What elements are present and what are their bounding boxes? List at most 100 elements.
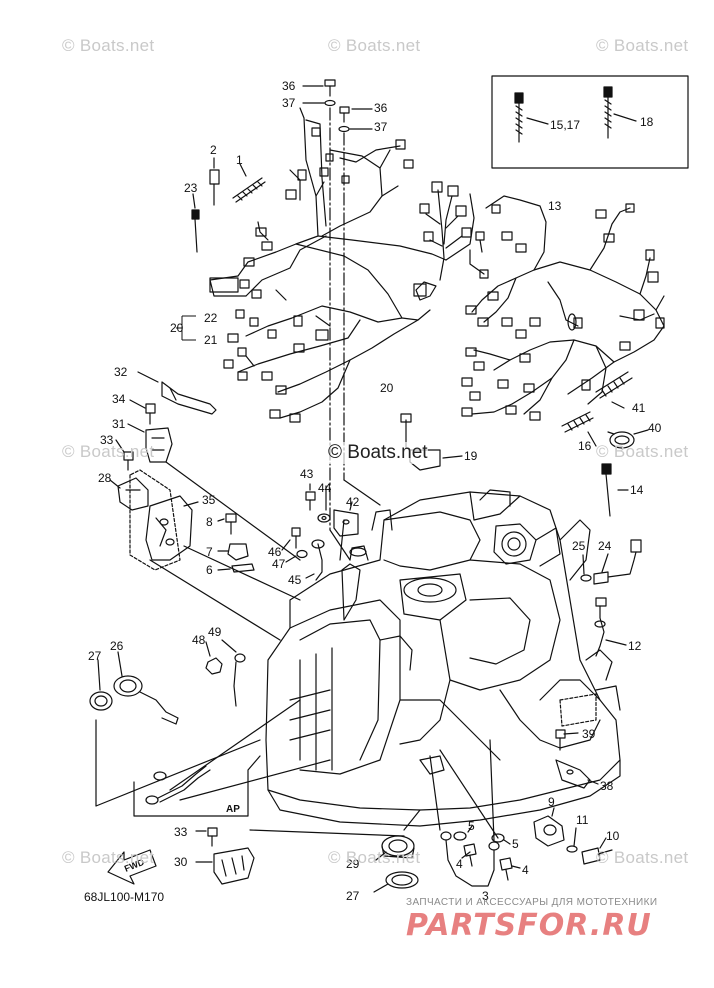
callout-44: 44 bbox=[318, 481, 332, 495]
clamp-2 bbox=[209, 169, 220, 206]
callout-14: 14 bbox=[630, 483, 644, 497]
ground-lead-49 bbox=[233, 653, 246, 707]
bolt-36-right bbox=[339, 106, 350, 123]
washer-5-left bbox=[453, 831, 467, 841]
tie-23 bbox=[191, 209, 200, 253]
callout-21: 21 bbox=[204, 333, 218, 347]
callout-49: 49 bbox=[208, 625, 222, 639]
cap-9 bbox=[533, 815, 565, 847]
watermark: © Boats.net bbox=[596, 36, 689, 55]
callout-13: 13 bbox=[548, 199, 562, 213]
ground-lead-45 bbox=[311, 539, 325, 581]
callout-4b: 4 bbox=[522, 863, 529, 877]
bolt-8 bbox=[225, 513, 237, 535]
bolt-43 bbox=[305, 491, 316, 511]
diagram-code: 68JL100-M170 bbox=[84, 890, 165, 904]
callout-8: 8 bbox=[206, 515, 213, 529]
watermark: © Boats.net bbox=[62, 36, 155, 55]
callout-27b: 27 bbox=[346, 889, 360, 903]
callout-30: 30 bbox=[174, 855, 188, 869]
callout-3: 3 bbox=[482, 889, 489, 903]
watermark: © Boats.net bbox=[62, 848, 155, 867]
callout-labels: 1 2 23 36 37 36 37 15,17 18 13 22 20 21 … bbox=[88, 79, 662, 903]
callout-43: 43 bbox=[300, 467, 314, 481]
assembly-outline-left bbox=[129, 469, 181, 571]
callout-38: 38 bbox=[600, 779, 614, 793]
callout-25: 25 bbox=[572, 539, 586, 553]
inset-ap-box bbox=[133, 755, 261, 817]
callout-46: 46 bbox=[268, 545, 282, 559]
watermark: © Boats.net bbox=[328, 36, 421, 55]
callout-9: 9 bbox=[548, 795, 555, 809]
callout-36b: 36 bbox=[374, 101, 388, 115]
washer-37-left bbox=[324, 99, 336, 107]
lead-12 bbox=[594, 597, 607, 657]
grommet-1 bbox=[232, 177, 266, 203]
callout-29: 29 bbox=[346, 857, 360, 871]
callout-6: 6 bbox=[206, 563, 213, 577]
bracket-38 bbox=[555, 759, 591, 789]
watermark: © Boats.net bbox=[62, 442, 155, 461]
bolt-33-bottom bbox=[207, 827, 218, 847]
seal-27-left bbox=[89, 691, 113, 711]
watermark: © Boats.net bbox=[328, 848, 421, 867]
ground-lead-3 bbox=[440, 831, 500, 887]
callout-41: 41 bbox=[632, 401, 646, 415]
callout-45: 45 bbox=[288, 573, 302, 587]
callout-35: 35 bbox=[202, 493, 216, 507]
callout-19: 19 bbox=[464, 449, 478, 463]
plate-6 bbox=[231, 563, 255, 573]
callout-36a: 36 bbox=[282, 79, 296, 93]
bracket-32 bbox=[161, 381, 217, 415]
callout-5a: 5 bbox=[468, 819, 475, 833]
callout-42: 42 bbox=[346, 495, 360, 509]
connectors-left bbox=[209, 127, 427, 423]
bolt-36-left bbox=[324, 79, 336, 97]
callout-33b: 33 bbox=[174, 825, 188, 839]
cap-26 bbox=[113, 675, 179, 725]
callout-23: 23 bbox=[184, 181, 198, 195]
leader-15-17 bbox=[526, 117, 549, 125]
seal-27-bottom bbox=[385, 871, 419, 889]
engine-block bbox=[265, 489, 621, 827]
bracket-35 bbox=[145, 495, 193, 561]
washer-44 bbox=[317, 513, 331, 523]
callout-47: 47 bbox=[272, 557, 286, 571]
washer-5-right bbox=[491, 833, 505, 843]
callout-12: 12 bbox=[628, 639, 642, 653]
cap-29 bbox=[381, 835, 415, 859]
callout-32: 32 bbox=[114, 365, 128, 379]
clamp-40 bbox=[607, 431, 635, 449]
watermark: © Boats.net bbox=[596, 442, 689, 461]
wire-harness-20 bbox=[209, 107, 475, 419]
callout-2: 2 bbox=[210, 143, 217, 157]
oring-25 bbox=[580, 574, 592, 582]
callout-34: 34 bbox=[112, 392, 126, 406]
fwd-arrow bbox=[107, 849, 157, 885]
bolt-10 bbox=[581, 847, 613, 865]
callout-39: 39 bbox=[582, 727, 596, 741]
callout-37a: 37 bbox=[282, 96, 296, 110]
bolt-4-left bbox=[463, 843, 477, 867]
nut-48 bbox=[205, 657, 223, 675]
bolt-34 bbox=[145, 403, 156, 425]
brand-logo: PARTSFOR.RU bbox=[406, 908, 652, 943]
grommet-41 bbox=[595, 371, 633, 399]
bracket-28 bbox=[117, 477, 149, 511]
cable-tie-18 bbox=[603, 86, 613, 139]
callout-7: 7 bbox=[206, 545, 213, 559]
connectors-right bbox=[461, 203, 665, 421]
connector-cluster-center bbox=[419, 181, 489, 281]
watermark: © Boats.net bbox=[596, 848, 689, 867]
callout-33a: 33 bbox=[100, 433, 114, 447]
callout-24: 24 bbox=[598, 539, 612, 553]
tie-14 bbox=[601, 463, 612, 517]
bolt-4-right bbox=[499, 857, 513, 881]
wire-harness-13 bbox=[471, 195, 665, 415]
callout-40: 40 bbox=[648, 421, 662, 435]
brand-tagline: ЗАПЧАСТИ И АКСЕССУАРЫ ДЛЯ МОТОТЕХНИКИ bbox=[406, 897, 658, 908]
callout-28: 28 bbox=[98, 471, 112, 485]
callout-27a: 27 bbox=[88, 649, 102, 663]
washer-37-right bbox=[338, 125, 350, 133]
